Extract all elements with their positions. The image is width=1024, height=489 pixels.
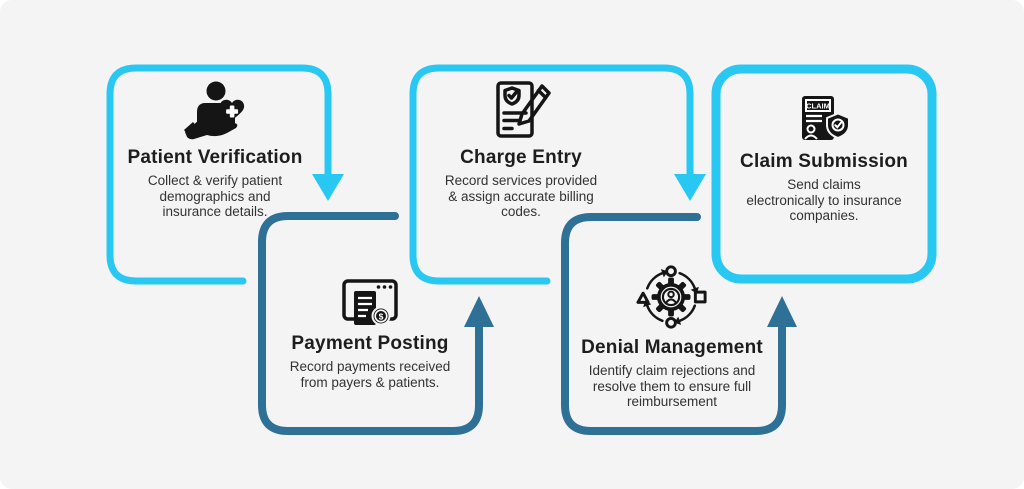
step-description: Collect & verify patient demographics an… <box>147 173 283 219</box>
step-payment-posting: $ Payment Posting Record payments receiv… <box>255 278 485 390</box>
patient-verification-outline-arrow <box>106 64 332 285</box>
claim-document-shield-icon: CLAIM <box>798 94 850 144</box>
dollar-sign: $ <box>379 311 384 321</box>
step-title: Patient Verification <box>127 147 303 168</box>
step-description: Record payments received from payers & p… <box>289 359 451 390</box>
step-description: Identify claim rejections and resolve th… <box>588 363 756 409</box>
step-patient-verification: Patient Verification Collect & verify pa… <box>100 80 330 220</box>
claim-submission-outline <box>711 64 937 284</box>
step-denial-management: Denial Management Identify claim rejecti… <box>557 264 787 410</box>
hand-holding-patient-icon <box>183 80 247 140</box>
arrowhead-down-to-denial-management <box>674 174 706 201</box>
arrowhead-up-to-charge-entry <box>464 296 494 327</box>
gear-person-cycle-icon <box>635 264 709 330</box>
step-title: Denial Management <box>581 337 763 358</box>
step-claim-submission: CLAIM Claim Submission Send claims elect… <box>709 94 939 224</box>
charge-entry-outline-arrow <box>409 64 694 285</box>
step-title: Payment Posting <box>291 333 449 354</box>
step-charge-entry: Charge Entry Record services provided & … <box>406 80 636 220</box>
document-shield-pencil-icon <box>491 80 551 140</box>
step-description: Send claims electronically to insurance … <box>746 177 902 223</box>
denial-management-outline-arrow <box>561 213 786 435</box>
payment-posting-outline-arrow <box>258 212 483 435</box>
claim-label: CLAIM <box>806 102 830 111</box>
arrowhead-down-to-payment-posting <box>312 174 344 201</box>
invoice-browser-dollar-icon: $ <box>341 278 399 326</box>
arrowhead-up-to-claim-submission <box>767 296 797 327</box>
step-description: Record services provided & assign accura… <box>444 173 598 219</box>
step-title: Claim Submission <box>740 151 908 172</box>
step-title: Charge Entry <box>460 147 582 168</box>
